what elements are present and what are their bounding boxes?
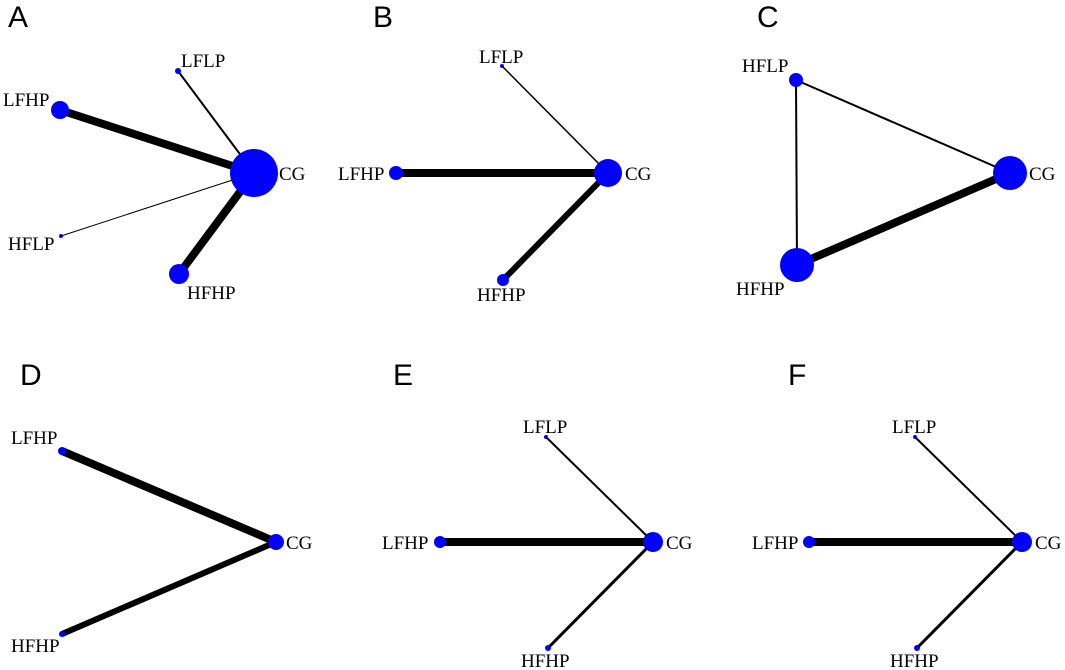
node-hflp	[789, 73, 803, 87]
node-cg	[230, 149, 278, 197]
node-label-lflp: LFLP	[523, 417, 567, 438]
node-cg	[268, 534, 284, 550]
node-label-hfhp: HFHP	[187, 283, 236, 304]
node-label-hflp: HFLP	[742, 56, 788, 77]
edge-hflp-cg	[795, 79, 1011, 174]
node-label-cg: CG	[625, 164, 652, 185]
edge-lflp-cg	[914, 436, 1023, 543]
edge-lflp-cg	[545, 436, 654, 543]
node-hfhp	[59, 631, 65, 637]
panel-label-a: A	[8, 1, 28, 34]
network-panel-d: D CG LFHP HFHP	[11, 359, 313, 657]
node-label-cg: CG	[279, 164, 306, 185]
node-label-lfhp: LFHP	[752, 533, 798, 554]
network-panel-e: E CG LFLP LFHP HFHP	[382, 359, 693, 670]
node-lflp	[544, 435, 548, 439]
node-cg	[993, 156, 1027, 190]
node-lflp	[500, 64, 504, 68]
node-lfhp	[58, 447, 66, 455]
panel-label-c: C	[757, 1, 779, 34]
node-lfhp	[803, 536, 815, 548]
node-label-lfhp: LFHP	[3, 90, 49, 111]
node-lfhp	[434, 536, 446, 548]
panel-label-d: D	[20, 359, 42, 392]
node-label-cg: CG	[1035, 533, 1062, 554]
edge-lflp-cg	[501, 65, 609, 174]
edge-hfhp-cg	[60, 539, 278, 637]
edge-hfhp-cg	[915, 540, 1024, 650]
network-panel-c: C CG HFLP HFHP	[736, 1, 1056, 300]
edge-hflp-hfhp	[795, 79, 798, 266]
node-label-lfhp: LFHP	[382, 533, 428, 554]
node-label-lflp: LFLP	[181, 51, 225, 72]
network-panel-b: B CG LFLP LFHP HFHP	[338, 1, 652, 306]
node-label-lfhp: LFHP	[338, 164, 384, 185]
panel-label-f: F	[788, 359, 806, 392]
edge-lfhp-cg	[60, 447, 278, 546]
panel-label-e: E	[393, 359, 413, 392]
node-hfhp	[169, 264, 189, 284]
node-label-hfhp: HFHP	[890, 651, 939, 670]
edge-hflp-cg	[60, 172, 255, 237]
node-label-cg: CG	[666, 533, 693, 554]
node-lfhp	[389, 166, 403, 180]
node-label-hfhp: HFHP	[11, 636, 60, 657]
node-cg	[594, 159, 622, 187]
edge-hfhp-cg	[500, 170, 611, 283]
node-hfhp	[914, 645, 920, 651]
node-hfhp	[780, 248, 814, 282]
network-panel-a: A CG LFLP LFHP HFLP HFHP	[3, 1, 306, 304]
node-cg	[643, 532, 663, 552]
node-lfhp	[51, 101, 69, 119]
edge-lfhp-cg	[58, 106, 256, 177]
node-label-cg: CG	[1029, 164, 1056, 185]
node-label-hfhp: HFHP	[521, 651, 570, 670]
node-label-lflp: LFLP	[892, 417, 936, 438]
node-label-lfhp: LFHP	[11, 428, 57, 449]
node-hflp	[59, 234, 63, 238]
node-lflp	[913, 435, 917, 439]
panel-label-b: B	[373, 1, 393, 34]
node-label-cg: CG	[286, 533, 313, 554]
node-lflp	[175, 68, 181, 74]
node-label-hfhp: HFHP	[736, 279, 785, 300]
node-label-hflp: HFLP	[8, 234, 54, 255]
node-cg	[1012, 532, 1032, 552]
node-hfhp	[497, 274, 509, 286]
edge-hfhp-cg	[546, 540, 655, 650]
node-hfhp	[545, 645, 551, 651]
node-label-hfhp: HFHP	[477, 285, 526, 306]
node-label-lflp: LFLP	[479, 47, 523, 68]
edge-hfhp-cg	[795, 169, 1012, 269]
network-panel-f: F CG LFLP LFHP HFHP	[752, 359, 1062, 670]
